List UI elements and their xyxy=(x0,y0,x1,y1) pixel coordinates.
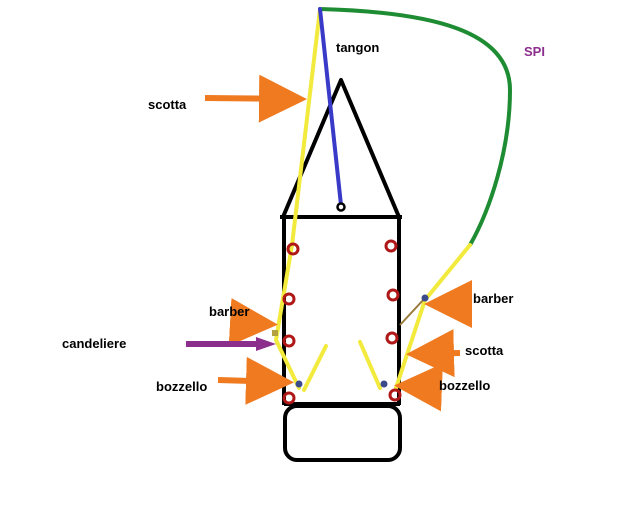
pole-mast-fitting xyxy=(336,202,346,212)
spinnaker-line xyxy=(318,7,513,247)
stanchion xyxy=(384,239,398,253)
sheet-right-tail xyxy=(358,340,382,390)
label-scotta-top: scotta xyxy=(148,97,187,112)
stanchion xyxy=(388,388,402,402)
stanchion xyxy=(282,292,296,306)
label-scotta-right: scotta xyxy=(465,343,504,358)
spinnaker-pole xyxy=(318,7,343,207)
arrow-candeliere xyxy=(186,337,276,351)
label-barber-right: barber xyxy=(473,291,514,306)
label-bozzello-left: bozzello xyxy=(156,379,208,394)
cockpit xyxy=(283,404,402,462)
label-tangon: tangon xyxy=(336,40,380,55)
stanchion xyxy=(385,331,399,345)
turning-block-right xyxy=(380,380,388,388)
barber-block-right xyxy=(421,294,429,302)
arrow-scotta-right xyxy=(406,329,461,378)
pointer-arrows xyxy=(204,74,472,412)
arrow-bozzello-left xyxy=(217,356,294,405)
arrow-bozzello-right xyxy=(394,363,443,412)
stanchion xyxy=(286,242,300,256)
stanchions xyxy=(282,239,402,405)
stanchion xyxy=(386,288,400,302)
label-candeliere: candeliere xyxy=(62,336,127,351)
sheets xyxy=(274,7,472,392)
arrow-barber-left xyxy=(228,298,278,346)
label-bozzello-right: bozzello xyxy=(439,378,491,393)
arrow-scotta-top xyxy=(204,74,307,123)
stanchion xyxy=(282,334,296,348)
sheet-left-tail xyxy=(302,344,328,392)
turning-block-left xyxy=(295,380,303,388)
stanchion xyxy=(282,391,296,405)
label-spi: SPI xyxy=(524,44,545,59)
barber-block-left xyxy=(272,330,278,336)
hull xyxy=(280,78,402,462)
label-barber-left: barber xyxy=(209,304,250,319)
barber-line-right xyxy=(399,297,426,326)
